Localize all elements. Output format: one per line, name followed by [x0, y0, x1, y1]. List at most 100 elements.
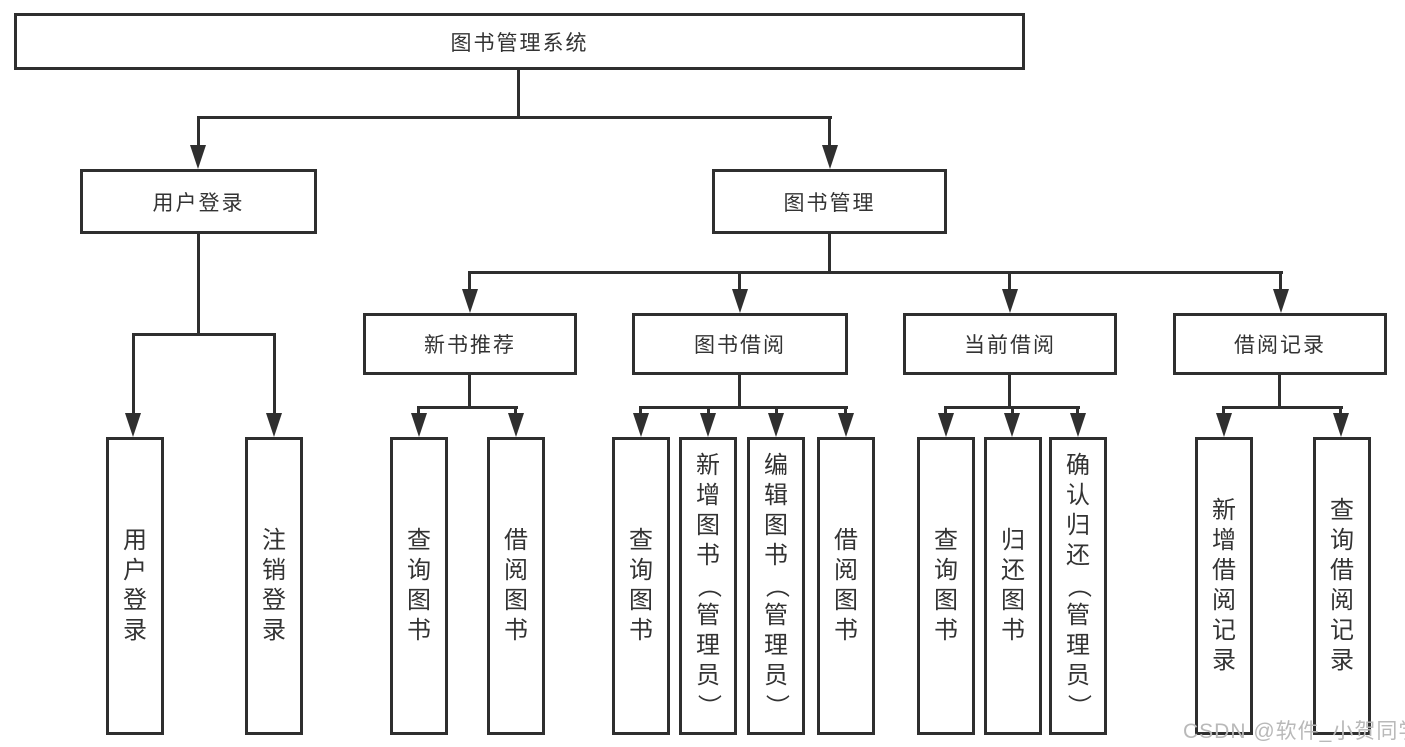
connector-line — [1222, 406, 1225, 416]
connector-line — [1011, 406, 1014, 416]
vertical-char: 询 — [407, 557, 431, 584]
vertical-char: 书 — [834, 617, 858, 644]
vertical-char: （ — [763, 574, 790, 598]
arrow-down-icon — [190, 145, 206, 169]
leaf-query-borrow-record: 查询借阅记录 — [1313, 437, 1371, 735]
vertical-char: 还 — [1066, 542, 1090, 569]
connector-line — [197, 116, 200, 147]
arrow-down-icon — [768, 413, 784, 437]
vertical-char: 记 — [1330, 617, 1354, 644]
connector-line — [639, 406, 642, 416]
vertical-char: 阅 — [1212, 587, 1236, 614]
connector-line — [944, 406, 947, 416]
connector-line — [514, 406, 517, 416]
vertical-char: 记 — [1212, 617, 1236, 644]
leaf-add-books-admin: 新增图书（管理员） — [679, 437, 737, 735]
arrow-down-icon — [462, 289, 478, 313]
vertical-char: 图 — [934, 587, 958, 614]
connector-line — [132, 333, 276, 336]
arrow-down-icon — [508, 413, 524, 437]
connector-line — [1008, 271, 1011, 291]
vertical-char: 借 — [1330, 557, 1354, 584]
vertical-char: 书 — [407, 617, 431, 644]
vertical-char: 书 — [696, 542, 720, 569]
node-book-borrowing: 图书借阅 — [632, 313, 848, 375]
arrow-down-icon — [1273, 289, 1289, 313]
node-new-book-recommendation: 新书推荐 — [363, 313, 577, 375]
connector-line — [273, 333, 276, 415]
vertical-char: 录 — [1330, 647, 1354, 674]
vertical-char: 登 — [262, 587, 286, 614]
connector-line — [468, 271, 471, 291]
vertical-char: 查 — [407, 527, 431, 554]
arrow-down-icon — [1002, 289, 1018, 313]
leaf-borrow-books: 借阅图书 — [817, 437, 875, 735]
leaf-user-login: 用户登录 — [106, 437, 164, 735]
vertical-char: 员 — [696, 662, 720, 689]
arrow-down-icon — [411, 413, 427, 437]
leaf-edit-books-admin: 编辑图书（管理员） — [747, 437, 805, 735]
arrow-down-icon — [1333, 413, 1349, 437]
leaf-borrow-books-recommend: 借阅图书 — [487, 437, 545, 735]
connector-line — [1279, 271, 1282, 291]
vertical-char: 录 — [123, 617, 147, 644]
vertical-char: 借 — [1212, 557, 1236, 584]
vertical-char: （ — [1065, 574, 1092, 598]
node-label: 新书推荐 — [424, 334, 516, 357]
arrow-down-icon — [732, 289, 748, 313]
vertical-char: 理 — [1066, 632, 1090, 659]
connector-line — [418, 406, 518, 409]
vertical-char: （ — [695, 574, 722, 598]
node-label: 借阅记录 — [1234, 334, 1326, 357]
vertical-char: ） — [1065, 694, 1092, 718]
vertical-char: 辑 — [764, 482, 788, 509]
vertical-char: 图 — [696, 512, 720, 539]
arrow-down-icon — [633, 413, 649, 437]
connector-line — [738, 271, 741, 291]
connector-line — [1008, 375, 1011, 409]
vertical-char: 询 — [934, 557, 958, 584]
vertical-char: 图 — [764, 512, 788, 539]
vertical-char: 查 — [629, 527, 653, 554]
vertical-char: 询 — [629, 557, 653, 584]
vertical-char: ） — [695, 694, 722, 718]
node-label: 用户登录 — [152, 191, 245, 215]
vertical-char: 编 — [764, 452, 788, 479]
vertical-char: 书 — [934, 617, 958, 644]
vertical-char: 阅 — [834, 557, 858, 584]
arrow-down-icon — [1004, 413, 1020, 437]
vertical-char: 增 — [1212, 527, 1236, 554]
vertical-char: 员 — [764, 662, 788, 689]
vertical-char: 录 — [1212, 647, 1236, 674]
arrow-down-icon — [838, 413, 854, 437]
connector-line — [1278, 375, 1281, 409]
vertical-char: 询 — [1330, 527, 1354, 554]
vertical-char: 图 — [407, 587, 431, 614]
leaf-query-books-recommend: 查询图书 — [390, 437, 448, 735]
vertical-char: 书 — [504, 617, 528, 644]
connector-line — [640, 406, 848, 409]
vertical-char: 图 — [504, 587, 528, 614]
connector-line — [707, 406, 710, 416]
vertical-char: 图 — [834, 587, 858, 614]
vertical-char: 归 — [1001, 527, 1025, 554]
vertical-char: 图 — [629, 587, 653, 614]
vertical-char: 管 — [764, 602, 788, 629]
connector-line — [738, 375, 741, 409]
connector-line — [1076, 406, 1079, 416]
connector-line — [828, 116, 831, 147]
arrow-down-icon — [1216, 413, 1232, 437]
connector-line — [417, 406, 420, 416]
vertical-char: 理 — [764, 632, 788, 659]
connector-line — [132, 333, 135, 415]
connector-line — [197, 233, 200, 336]
vertical-char: 增 — [696, 482, 720, 509]
node-label: 图书管理 — [783, 191, 876, 215]
connector-line — [844, 406, 847, 416]
connector-line — [1339, 406, 1342, 416]
leaf-confirm-return-admin: 确认归还（管理员） — [1049, 437, 1107, 735]
watermark: CSDN @软件_小贺同学 — [1183, 720, 1405, 743]
vertical-char: 员 — [1066, 662, 1090, 689]
vertical-char: 录 — [262, 617, 286, 644]
vertical-char: 查 — [934, 527, 958, 554]
